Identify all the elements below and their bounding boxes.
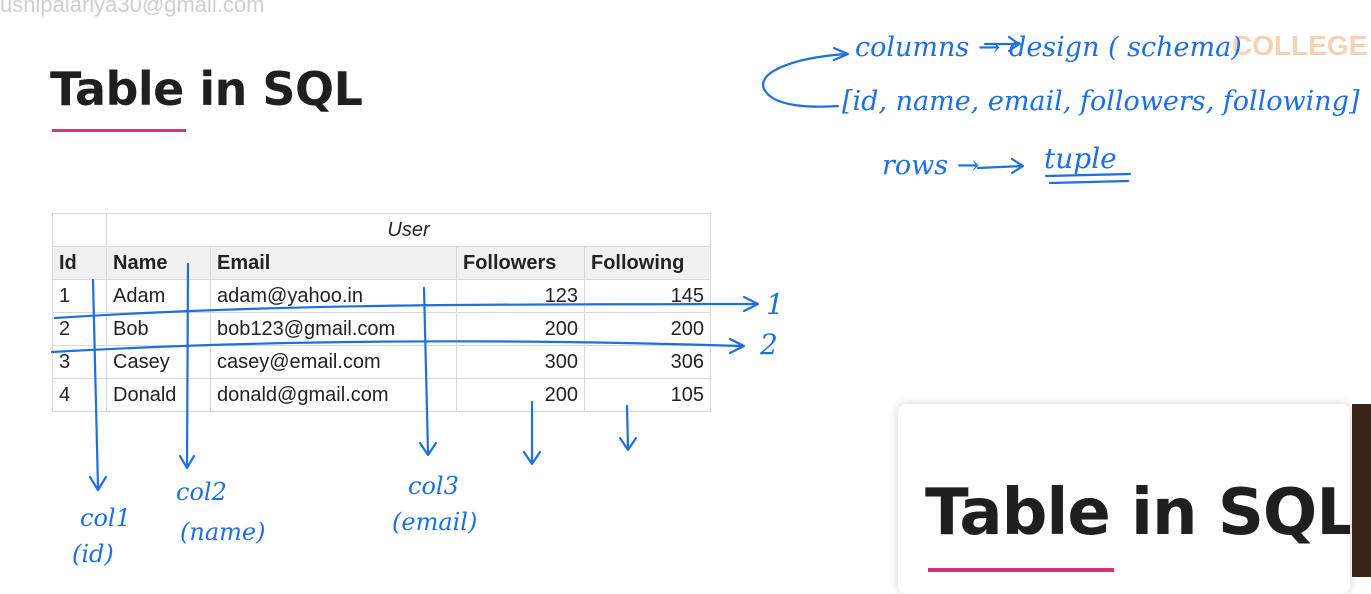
cell-followers: 123 (456, 279, 585, 313)
cell-email: bob123@gmail.com (210, 312, 457, 346)
row2-arrowhead (728, 337, 746, 355)
annotation-col3: col3 (408, 472, 459, 500)
cell-name: Adam (106, 279, 211, 313)
cell-id: 4 (52, 378, 107, 412)
cell-followers: 300 (456, 345, 585, 379)
column-header-id: Id (52, 246, 107, 280)
cell-email: casey@email.com (210, 345, 457, 379)
bracket-arrow (762, 52, 848, 108)
thumbnail-title: Table in SQL (925, 476, 1350, 550)
table-header-row: Id Name Email Followers Following (52, 246, 711, 280)
user-table: User Id Name Email Followers Following 1… (52, 213, 711, 412)
cell-id: 1 (52, 279, 107, 313)
annotation-attributes: [id, name, email, followers, following] (842, 86, 1360, 117)
cell-id: 2 (52, 312, 107, 346)
cell-following: 200 (584, 312, 711, 346)
table-row: 2 Bob bob123@gmail.com 200 200 (52, 312, 711, 346)
column-header-name: Name (106, 246, 211, 280)
presenter-video-edge (1352, 404, 1371, 577)
cell-following: 145 (584, 279, 711, 313)
cell-email: adam@yahoo.in (210, 279, 457, 313)
cell-followers: 200 (456, 312, 585, 346)
bracket-arrowhead (832, 46, 850, 62)
watermark-email: ushipalariya30@gmail.com (0, 0, 265, 17)
column-header-following: Following (584, 246, 711, 280)
annotation-columns: columns → design ( schema) (855, 32, 1242, 63)
annotation-col2: col2 (176, 478, 227, 506)
tuple-underline-2 (1048, 179, 1130, 185)
annotation-col2-sub: (name) (180, 518, 265, 546)
cell-following: 306 (584, 345, 711, 379)
annotation-rows: rows → (882, 150, 979, 181)
slide-title: Table in SQL (50, 62, 363, 116)
cell-followers: 200 (456, 378, 585, 412)
annotation-col1: col1 (80, 504, 131, 532)
tuple-underline-1 (1044, 172, 1132, 178)
table-corner-cell (52, 213, 107, 247)
table-row: 1 Adam adam@yahoo.in 123 145 (52, 279, 711, 313)
cell-id: 3 (52, 345, 107, 379)
title-underline (52, 129, 186, 132)
thumbnail-underline (928, 568, 1114, 572)
cell-following: 105 (584, 378, 711, 412)
annotation-col3-sub: (email) (392, 508, 477, 536)
table-group-header-row: User (52, 213, 711, 247)
cell-name: Bob (106, 312, 211, 346)
table-row: 3 Casey casey@email.com 300 306 (52, 345, 711, 379)
col5-line (618, 404, 638, 452)
columns-arrow (983, 35, 1021, 53)
annotation-row-2: 2 (759, 328, 778, 361)
table-row: 4 Donald donald@gmail.com 200 105 (52, 378, 711, 412)
row1-arrowhead (742, 295, 760, 313)
annotation-tuple: tuple (1044, 142, 1117, 175)
cell-name: Donald (106, 378, 211, 412)
cell-name: Casey (106, 345, 211, 379)
college-logo: COLLEGE (1232, 30, 1368, 61)
annotation-row-1: 1 (766, 288, 784, 321)
video-thumbnail: Table in SQL (898, 404, 1350, 594)
column-header-followers: Followers (456, 246, 585, 280)
column-header-email: Email (210, 246, 457, 280)
cell-email: donald@gmail.com (210, 378, 457, 412)
rows-arrow (976, 157, 1025, 175)
annotation-col1-sub: (id) (72, 540, 114, 568)
table-group-header: User (106, 213, 711, 247)
